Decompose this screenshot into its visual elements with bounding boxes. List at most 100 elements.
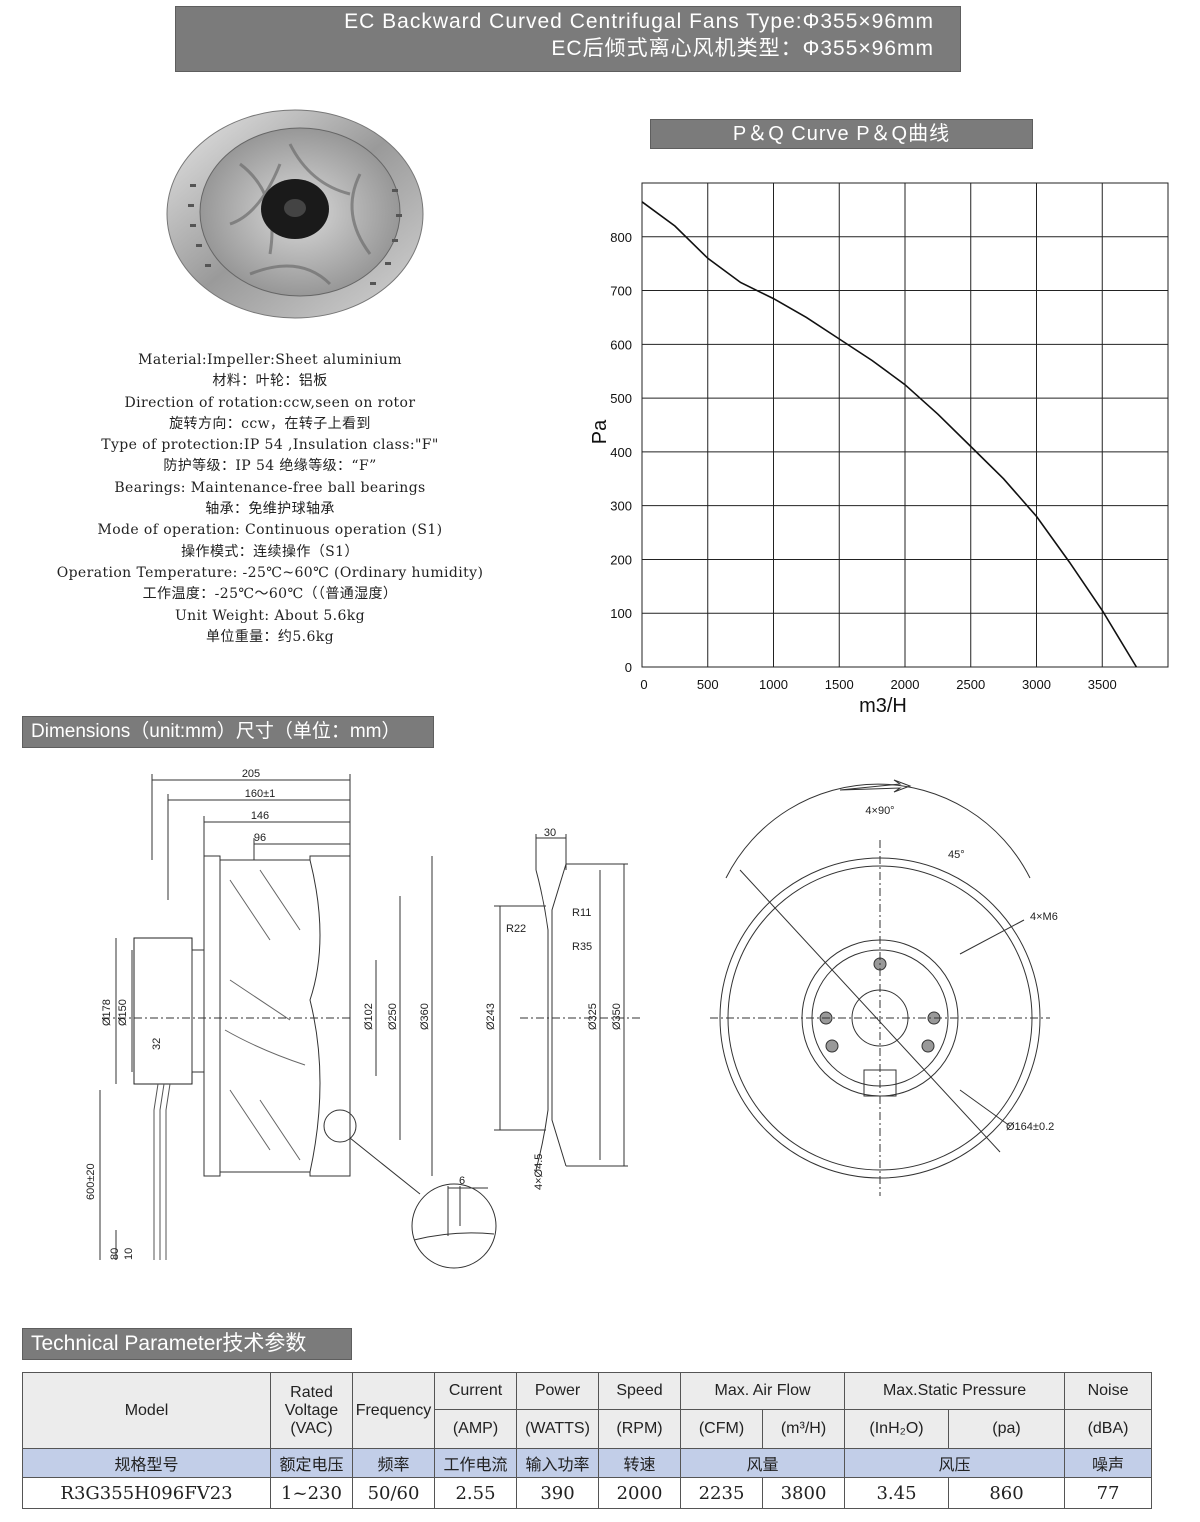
- dim-6: 6: [459, 1175, 465, 1187]
- x-tick-label: 2500: [956, 677, 985, 692]
- spec-line: 单位重量：约5.6kg: [205, 628, 335, 645]
- unit-amp: (AMP): [434, 1409, 517, 1449]
- unit-m3h: (m³/H): [761, 1409, 846, 1449]
- dimensions-header: Dimensions（unit:mm）尺寸（单位：mm）: [22, 716, 434, 748]
- value-pa: 860: [948, 1477, 1066, 1509]
- dim-32: 32: [151, 1038, 163, 1050]
- x-tick-label: 1500: [825, 677, 854, 692]
- header-model: Model: [22, 1372, 271, 1449]
- header-voltage: Rated Voltage (VAC): [270, 1372, 353, 1449]
- unit-rpm: (RPM): [598, 1409, 681, 1449]
- value-speed: 2000: [598, 1477, 681, 1509]
- header-noise: Noise: [1064, 1372, 1153, 1410]
- value-cfm: 2235: [680, 1477, 763, 1509]
- x-axis-label: m3/H: [859, 695, 907, 717]
- dim-146: 146: [251, 810, 269, 822]
- value-voltage: 1~230: [270, 1477, 353, 1509]
- dim-dia-178: Ø178: [101, 999, 113, 1026]
- cn-voltage: 额定电压: [270, 1448, 353, 1478]
- value-noise: 77: [1064, 1477, 1153, 1509]
- y-tick-label: 700: [610, 284, 632, 299]
- dim-160: 160±1: [245, 788, 276, 800]
- header-frequency: Frequency: [352, 1372, 435, 1449]
- dim-dia-350: Ø350: [611, 1003, 623, 1030]
- unit-pa: (pa): [948, 1409, 1066, 1449]
- dim-r22: R22: [506, 923, 526, 935]
- dim-dia-325: Ø325: [587, 1003, 599, 1030]
- spec-line: 工作温度：-25℃～60℃（（普通湿度）: [142, 586, 398, 603]
- unit-inh2o: (InH₂O): [844, 1409, 950, 1449]
- spec-line: 轴承：免维护球轴承: [205, 501, 335, 518]
- chart-grid: [641, 182, 1169, 668]
- dim-4x45: 4×Ø4.5: [533, 1154, 545, 1190]
- pq-curve-header: P＆Q Curve P＆Q曲线: [650, 119, 1033, 149]
- header-airflow: Max. Air Flow: [679, 1372, 846, 1410]
- header-speed: Speed: [598, 1372, 681, 1410]
- fan-product-image: [166, 109, 424, 319]
- value-frequency: 50/60: [352, 1477, 435, 1509]
- header-current: Current: [434, 1372, 517, 1410]
- spec-list: Material:Impeller:Sheet aluminium 材料：叶轮：…: [20, 350, 520, 648]
- title-chinese: EC后倾式离心风机类型：Φ355×96mm: [551, 37, 934, 60]
- value-inh2o: 3.45: [844, 1477, 950, 1509]
- dim-dia-250: Ø250: [387, 1003, 399, 1030]
- spec-line: Operation Temperature: -25℃~60℃ (Ordinar…: [56, 564, 484, 581]
- cn-pressure: 风压: [844, 1448, 1066, 1478]
- dim-dia-243: Ø243: [485, 1003, 497, 1030]
- unit-dba: (dBA): [1064, 1409, 1153, 1449]
- x-tick-label: 500: [697, 677, 719, 692]
- title-english: EC Backward Curved Centrifugal Fans Type…: [344, 10, 934, 33]
- header-power: Power: [516, 1372, 599, 1410]
- spec-line: Direction of rotation:ccw,seen on rotor: [124, 394, 416, 411]
- y-tick-label: 200: [610, 552, 632, 567]
- value-model: R3G355H096FV23: [22, 1477, 271, 1509]
- cn-airflow: 风量: [679, 1448, 846, 1478]
- cn-model: 规格型号: [22, 1448, 271, 1478]
- dim-10: 10: [123, 1248, 135, 1260]
- spec-line: 操作模式：连续操作（S1）: [181, 543, 359, 560]
- side-view-drawing: 205 160±1 146 96 Ø178 Ø150 32 Ø102 Ø250 …: [85, 768, 497, 1269]
- spec-line: Material:Impeller:Sheet aluminium: [138, 352, 402, 368]
- spec-line: Type of protection:IP 54 ,Insulation cla…: [101, 437, 439, 454]
- y-axis-label: Pa: [589, 419, 611, 444]
- dim-205: 205: [242, 768, 260, 780]
- y-tick-label: 100: [610, 606, 632, 621]
- technical-parameter-table: Model Rated Voltage (VAC) Frequency Curr…: [22, 1372, 1153, 1509]
- cn-noise: 噪声: [1064, 1448, 1153, 1478]
- cn-current: 工作电流: [434, 1448, 517, 1478]
- spec-line: Mode of operation: Continuous operation …: [97, 522, 443, 539]
- dim-600: 600±20: [85, 1163, 97, 1200]
- cn-speed: 转速: [598, 1448, 681, 1478]
- unit-watts: (WATTS): [516, 1409, 599, 1449]
- x-tick-label: 3000: [1022, 677, 1051, 692]
- x-tick-label: 2000: [891, 677, 920, 692]
- spec-line: 材料：叶轮：铝板: [212, 373, 328, 390]
- spec-line: Unit Weight: About 5.6kg: [174, 607, 366, 624]
- dim-30: 30: [544, 827, 556, 839]
- dim-dia-102: Ø102: [363, 1003, 375, 1030]
- y-tick-label: 300: [610, 499, 632, 514]
- y-tick-label: 800: [610, 230, 632, 245]
- spec-line: 旋转方向：ccw，在转子上看到: [169, 415, 371, 432]
- dim-96: 96: [254, 832, 266, 844]
- dim-dia-360: Ø360: [419, 1003, 431, 1030]
- technical-parameter-header: Technical Parameter技术参数: [22, 1328, 352, 1360]
- y-tick-label: 600: [610, 337, 632, 352]
- value-m3h: 3800: [761, 1477, 846, 1509]
- y-tick-label: 500: [610, 391, 632, 406]
- value-current: 2.55: [434, 1477, 517, 1509]
- dimension-drawings: 205 160±1 146 96 Ø178 Ø150 32 Ø102 Ø250 …: [85, 768, 1058, 1269]
- cn-frequency: 频率: [352, 1448, 435, 1478]
- spec-line: Bearings: Maintenance-free ball bearings: [114, 479, 426, 496]
- y-tick-label: 400: [610, 445, 632, 460]
- series-line: [641, 201, 1138, 668]
- spec-line: 防护等级：IP 54 绝缘等级：“F”: [163, 458, 377, 475]
- front-view-drawing: 4×90° 45° 4×M6 Ø164±0.2: [710, 779, 1058, 1196]
- x-tick-label: 3500: [1088, 677, 1117, 692]
- dim-dia-164: Ø164±0.2: [1006, 1121, 1054, 1133]
- angle-45: 45°: [948, 849, 965, 861]
- label-4xm6: 4×M6: [1030, 911, 1058, 923]
